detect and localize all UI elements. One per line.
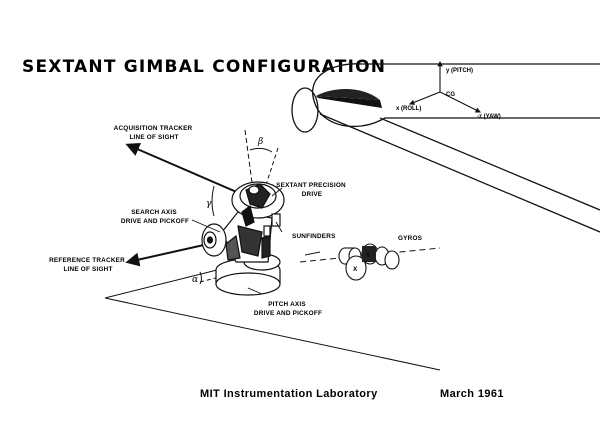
- reference-tracker-label: REFERENCE TRACKER LINE OF SIGHT: [49, 257, 127, 273]
- gyro-x-label: X: [353, 266, 358, 273]
- spacecraft-outline: [291, 63, 600, 233]
- gamma-arc: [211, 185, 215, 217]
- beta-ref-line: [264, 147, 279, 189]
- beta-symbol: β: [257, 137, 263, 147]
- spacecraft-cone: [316, 96, 382, 108]
- search-axis-label: SEARCH AXIS DRIVE AND PICKOFF: [121, 209, 189, 225]
- axis-cg-label: CG: [446, 92, 455, 98]
- leader-lines: [191, 187, 321, 295]
- gimbal-vertical-axis: [244, 129, 256, 206]
- sextant-precision-label: SEXTANT PRECISION DRIVE: [276, 182, 348, 198]
- footer-lab: MIT Instrumentation Laboratory: [200, 388, 378, 400]
- axis-z-label: -z (YAW): [477, 114, 501, 120]
- alpha-symbol: α: [192, 275, 198, 285]
- sunfinders-label: SUNFINDERS: [292, 233, 336, 240]
- acquisition-tracker-label: ACQUISITION TRACKER LINE OF SIGHT: [114, 125, 195, 141]
- axis-x-label: x (ROLL): [396, 106, 421, 112]
- footer-date: March 1961: [440, 388, 504, 400]
- spacecraft-cone-shadow: [316, 89, 380, 100]
- pitch-axis-label: PITCH AXIS DRIVE AND PICKOFF: [254, 301, 322, 317]
- gyros-label: GYROS: [398, 235, 423, 242]
- gamma-symbol: γ: [206, 199, 212, 209]
- gimbal-assembly: [201, 181, 285, 296]
- alpha-arc: [199, 271, 202, 285]
- gyros-assembly: [338, 243, 400, 281]
- acquisition-los-line: [125, 143, 256, 201]
- gyro-y-label: Y: [366, 252, 371, 259]
- beta-arc: [249, 147, 273, 153]
- axis-y-label: y (PITCH): [446, 68, 473, 74]
- diagram-title: SEXTANT GIMBAL CONFIGURATION: [22, 57, 386, 77]
- body-axes: [408, 60, 481, 113]
